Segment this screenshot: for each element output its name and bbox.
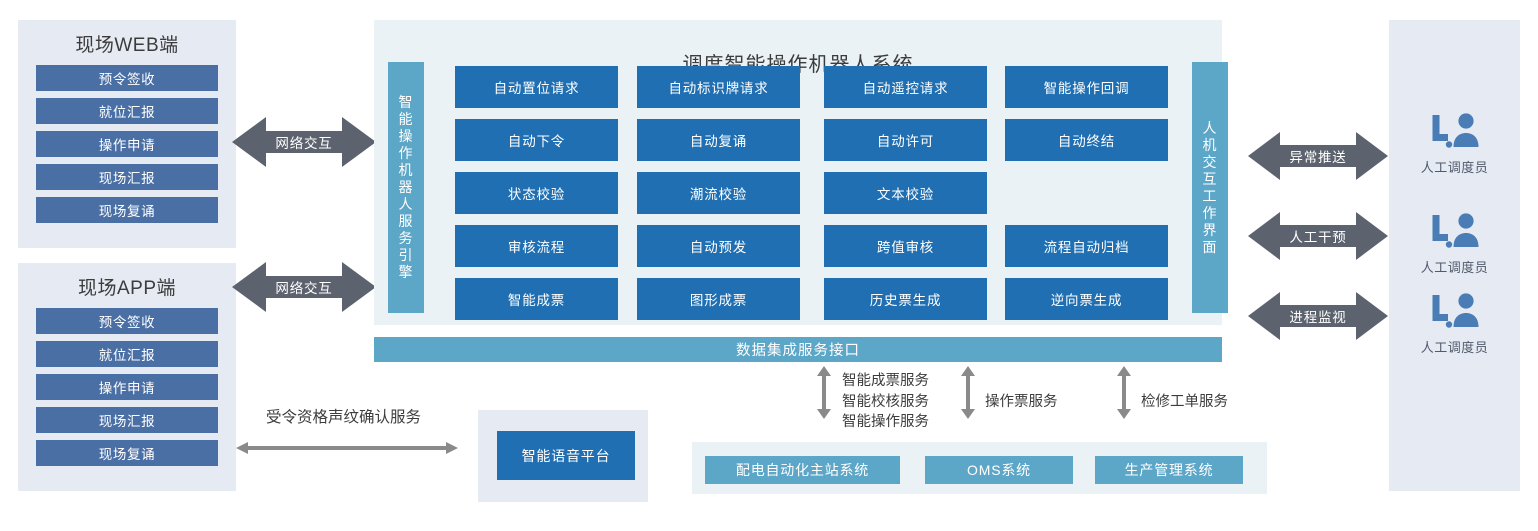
app-client-item-0[interactable]: 预令签收	[36, 308, 218, 334]
operator-desk-icon	[1432, 293, 1478, 328]
human-arrow-monitor-label: 进程监视	[1289, 310, 1347, 325]
network-arrow-app: 网络交互	[232, 258, 376, 316]
network-arrow-web: 网络交互	[232, 113, 376, 171]
vertical-double-arrow-icon	[1117, 366, 1131, 419]
service-label-2: 检修工单服务	[1141, 392, 1228, 412]
fn-tile-r1c1[interactable]: 自动复诵	[637, 119, 800, 161]
data-integration-bar: 数据集成服务接口	[374, 337, 1222, 362]
fn-tile-r3c0[interactable]: 审核流程	[455, 225, 618, 267]
fn-tile-r0c3[interactable]: 智能操作回调	[1005, 66, 1168, 108]
service-label-2-line-0: 检修工单服务	[1141, 394, 1228, 410]
service-label-1: 操作票服务	[985, 392, 1058, 412]
operator-2-label: 人工调度员	[1420, 340, 1489, 355]
fn-tile-r3c2[interactable]: 跨值审核	[824, 225, 987, 267]
network-arrow-app-label: 网络交互	[275, 281, 333, 296]
fn-tile-r4c0[interactable]: 智能成票	[455, 278, 618, 320]
vertical-double-arrow-icon	[961, 366, 975, 419]
app-client-item-1[interactable]: 就位汇报	[36, 341, 218, 367]
fn-tile-r4c2[interactable]: 历史票生成	[824, 278, 987, 320]
double-arrow-icon	[232, 262, 376, 312]
operator-desk-icon	[1432, 213, 1478, 248]
app-client-title: 现场APP端	[77, 278, 177, 299]
operators-panel: 人工调度员 人工调度员 人工调度员	[1389, 20, 1520, 491]
service-link-arrow-1	[959, 366, 977, 419]
app-client-item-3[interactable]: 现场汇报	[36, 407, 218, 433]
service-link-arrow-2	[1115, 366, 1133, 419]
fn-tile-r3c1[interactable]: 自动预发	[637, 225, 800, 267]
human-arrow-intervention-label: 人工干预	[1289, 230, 1347, 245]
operator-0-label: 人工调度员	[1420, 160, 1489, 175]
service-label-0-line-1: 智能校核服务	[842, 393, 929, 410]
service-label-0-line-2: 智能操作服务	[842, 414, 929, 430]
human-arrow-exception-label: 异常推送	[1289, 150, 1347, 165]
double-arrow-icon	[1248, 132, 1388, 180]
human-arrow-intervention: 人工干预	[1248, 208, 1388, 264]
fn-tile-r1c0[interactable]: 自动下令	[455, 119, 618, 161]
service-link-arrow-0	[815, 366, 833, 419]
horizontal-double-arrow-icon	[236, 442, 458, 454]
external-system-1[interactable]: OMS系统	[925, 456, 1073, 484]
human-arrow-exception: 异常推送	[1248, 128, 1388, 184]
service-label-0: 智能成票服务 智能校核服务 智能操作服务	[842, 371, 929, 433]
external-system-0[interactable]: 配电自动化主站系统	[705, 456, 900, 484]
operator-desk-icon	[1432, 113, 1478, 148]
robot-service-engine-bar: 智能操作机器人服务引擎	[388, 62, 424, 313]
fn-tile-r2c2[interactable]: 文本校验	[824, 172, 987, 214]
robot-service-engine-label: 智能操作机器人服务引擎	[398, 94, 414, 280]
fn-tile-r3c3[interactable]: 流程自动归档	[1005, 225, 1168, 267]
vertical-double-arrow-icon	[817, 366, 831, 419]
fn-tile-r4c3[interactable]: 逆向票生成	[1005, 278, 1168, 320]
web-client-panel: 现场WEB端 预令签收 就位汇报 操作申请 现场汇报 现场复诵	[18, 20, 236, 248]
fn-tile-r4c1[interactable]: 图形成票	[637, 278, 800, 320]
hmi-workbench-label: 人机交互工作界面	[1202, 119, 1218, 255]
app-client-item-4[interactable]: 现场复诵	[36, 440, 218, 466]
fn-tile-r1c3[interactable]: 自动终结	[1005, 119, 1168, 161]
double-arrow-icon	[1248, 292, 1388, 340]
web-client-item-3[interactable]: 现场汇报	[36, 164, 218, 190]
voice-platform-tile[interactable]: 智能语音平台	[497, 431, 635, 480]
fn-tile-r1c2[interactable]: 自动许可	[824, 119, 987, 161]
voice-link-label: 受令资格声纹确认服务	[266, 409, 422, 426]
fn-tile-r0c0[interactable]: 自动置位请求	[455, 66, 618, 108]
hmi-workbench-bar: 人机交互工作界面	[1192, 62, 1228, 313]
external-system-2[interactable]: 生产管理系统	[1095, 456, 1243, 484]
fn-tile-r2c1[interactable]: 潮流校验	[637, 172, 800, 214]
operator-2: 人工调度员	[1389, 292, 1520, 356]
web-client-item-1[interactable]: 就位汇报	[36, 98, 218, 124]
operator-1: 人工调度员	[1389, 212, 1520, 276]
voice-link-arrow	[236, 440, 458, 456]
web-client-title: 现场WEB端	[75, 35, 179, 56]
double-arrow-icon	[232, 117, 376, 167]
double-arrow-icon	[1248, 212, 1388, 260]
service-label-0-line-0: 智能成票服务	[842, 373, 929, 389]
web-client-item-2[interactable]: 操作申请	[36, 131, 218, 157]
operator-0: 人工调度员	[1389, 112, 1520, 176]
web-client-item-0[interactable]: 预令签收	[36, 65, 218, 91]
fn-tile-r2c0[interactable]: 状态校验	[455, 172, 618, 214]
service-label-1-line-0: 操作票服务	[985, 394, 1058, 410]
operator-1-label: 人工调度员	[1420, 260, 1489, 275]
web-client-item-4[interactable]: 现场复诵	[36, 197, 218, 223]
fn-tile-r0c1[interactable]: 自动标识牌请求	[637, 66, 800, 108]
app-client-panel: 现场APP端 预令签收 就位汇报 操作申请 现场汇报 现场复诵	[18, 263, 236, 491]
human-arrow-monitor: 进程监视	[1248, 288, 1388, 344]
network-arrow-web-label: 网络交互	[275, 136, 333, 151]
app-client-item-2[interactable]: 操作申请	[36, 374, 218, 400]
data-integration-label: 数据集成服务接口	[736, 343, 860, 359]
fn-tile-r0c2[interactable]: 自动遥控请求	[824, 66, 987, 108]
